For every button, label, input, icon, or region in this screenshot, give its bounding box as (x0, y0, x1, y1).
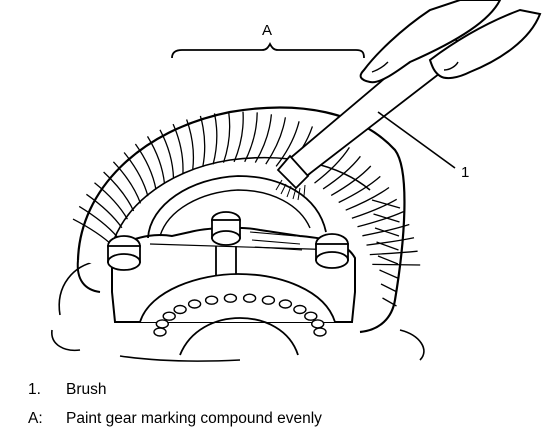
gear-tooth (78, 205, 118, 238)
carrier-bolts (107, 211, 349, 292)
gear-tooth (374, 227, 400, 237)
legend-text: Paint gear marking compound evenly (66, 410, 322, 427)
gear-tooth (103, 171, 135, 212)
gear-tooth (379, 269, 398, 279)
gear-tooth (112, 161, 142, 204)
bolt-hole (293, 304, 307, 315)
bolt-left (107, 235, 141, 271)
gear-tooth (233, 111, 244, 163)
gear-tooth (314, 147, 350, 184)
callout-1: 1 (461, 164, 470, 181)
brush-bristles (275, 179, 306, 201)
gear-tooth (254, 114, 273, 163)
flange-bolt-holes (153, 293, 327, 337)
gear-tooth (376, 241, 399, 251)
gear-tooth (357, 211, 404, 228)
bolt-hole (242, 293, 257, 303)
gear-tooth (123, 152, 149, 197)
flange-face (139, 273, 336, 356)
gear-tooth (371, 199, 401, 209)
legend-key: A: (28, 410, 43, 427)
brush (275, 28, 472, 201)
gear-tooth (172, 123, 184, 174)
gear-tooth (366, 237, 415, 246)
bolt-hole (187, 299, 202, 309)
gear-tooth (146, 136, 166, 184)
gear-tooth (338, 175, 381, 204)
gear-tooth (199, 115, 206, 167)
gear-teeth (72, 111, 421, 307)
gear-tooth (265, 117, 287, 165)
bolt-hole (153, 327, 167, 337)
gear-tooth (373, 213, 400, 223)
bolt-hole (155, 319, 170, 329)
bolt-hole (313, 327, 327, 337)
gear-tooth (351, 198, 398, 219)
gear-tooth (244, 112, 258, 163)
bolt-hole (278, 299, 293, 309)
hand (359, 0, 542, 84)
callout-a: A (262, 22, 273, 39)
bolt-center (211, 211, 241, 292)
gear-tooth (369, 250, 418, 256)
gear-tooth (372, 263, 421, 266)
gear-tooth (330, 165, 372, 196)
gear-tooth (380, 283, 398, 293)
gear-tooth (362, 223, 410, 237)
bolt-hole (162, 311, 176, 321)
gear-tooth (86, 193, 123, 229)
gear-tooth (382, 297, 397, 307)
legend-item-a: A: Paint gear marking compound evenly (28, 410, 322, 428)
hub-flange (51, 261, 425, 362)
gear-tooth (185, 119, 195, 170)
legend-key: 1. (28, 381, 41, 398)
bolt-hole (261, 295, 276, 305)
bolt-hole (173, 304, 187, 315)
bolt-right (315, 233, 349, 269)
gear-tooth (134, 143, 157, 190)
gear-tooth (377, 255, 399, 265)
dimension-bracket-a (171, 41, 365, 59)
gear-tooth (345, 186, 390, 211)
gear-tooth (275, 121, 300, 167)
legend-text: Brush (66, 381, 107, 398)
gear-tooth (222, 111, 231, 163)
bolt-hole (204, 295, 219, 305)
bolt-hole (304, 311, 318, 321)
gear-tooth (322, 155, 361, 190)
gear-tooth (159, 129, 175, 179)
bolt-hole (223, 293, 238, 303)
leader-line-1 (377, 111, 456, 169)
gear-tooth (212, 113, 218, 165)
gear-tooth (94, 182, 128, 220)
legend-item-1: 1. Brush (28, 381, 107, 399)
bolt-hole (311, 319, 325, 329)
